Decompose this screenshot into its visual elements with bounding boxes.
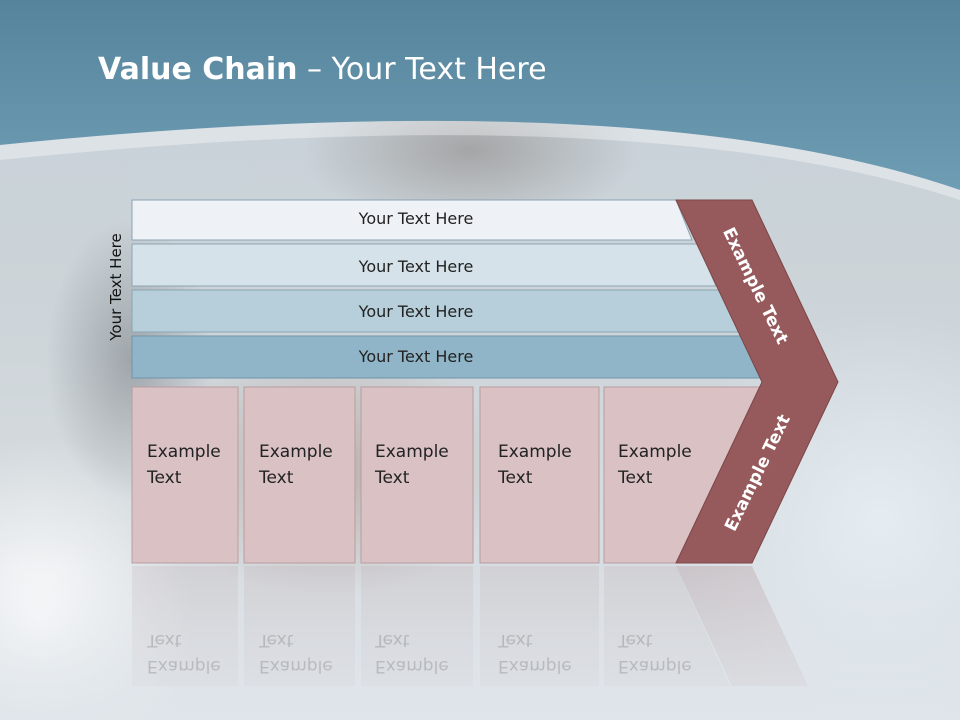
box-4-line2: Text: [498, 468, 533, 488]
box-1-line2: Text: [147, 468, 182, 488]
bar-2: [131, 243, 717, 287]
box-2: [243, 386, 356, 564]
box-1: [131, 386, 239, 564]
bar-3-label: Your Text Here: [358, 302, 474, 321]
title-bold: Value Chain: [98, 52, 298, 87]
box-3-line2: Text: [375, 468, 410, 488]
box-1-line1: Example: [147, 442, 221, 462]
box-4: [479, 386, 600, 564]
chevron-arrow: [675, 199, 839, 564]
header-band: [0, 0, 960, 200]
box-3: [360, 386, 474, 564]
bar-1-label: Your Text Here: [358, 209, 474, 228]
box-5-line2: Text: [618, 468, 653, 488]
box-2-line1: Example: [259, 442, 333, 462]
box-2-line2: Text: [259, 468, 294, 488]
box-5-line1: Example: [618, 442, 692, 462]
box-3-line1: Example: [375, 442, 449, 462]
box-4-line1: Example: [498, 442, 572, 462]
bar-2-label: Your Text Here: [358, 257, 474, 276]
bar-1: [131, 199, 693, 241]
bar-4-label: Your Text Here: [358, 347, 474, 366]
title-rest: – Your Text Here: [297, 52, 547, 87]
slide-title: Value Chain – Your Text Here: [98, 52, 547, 87]
